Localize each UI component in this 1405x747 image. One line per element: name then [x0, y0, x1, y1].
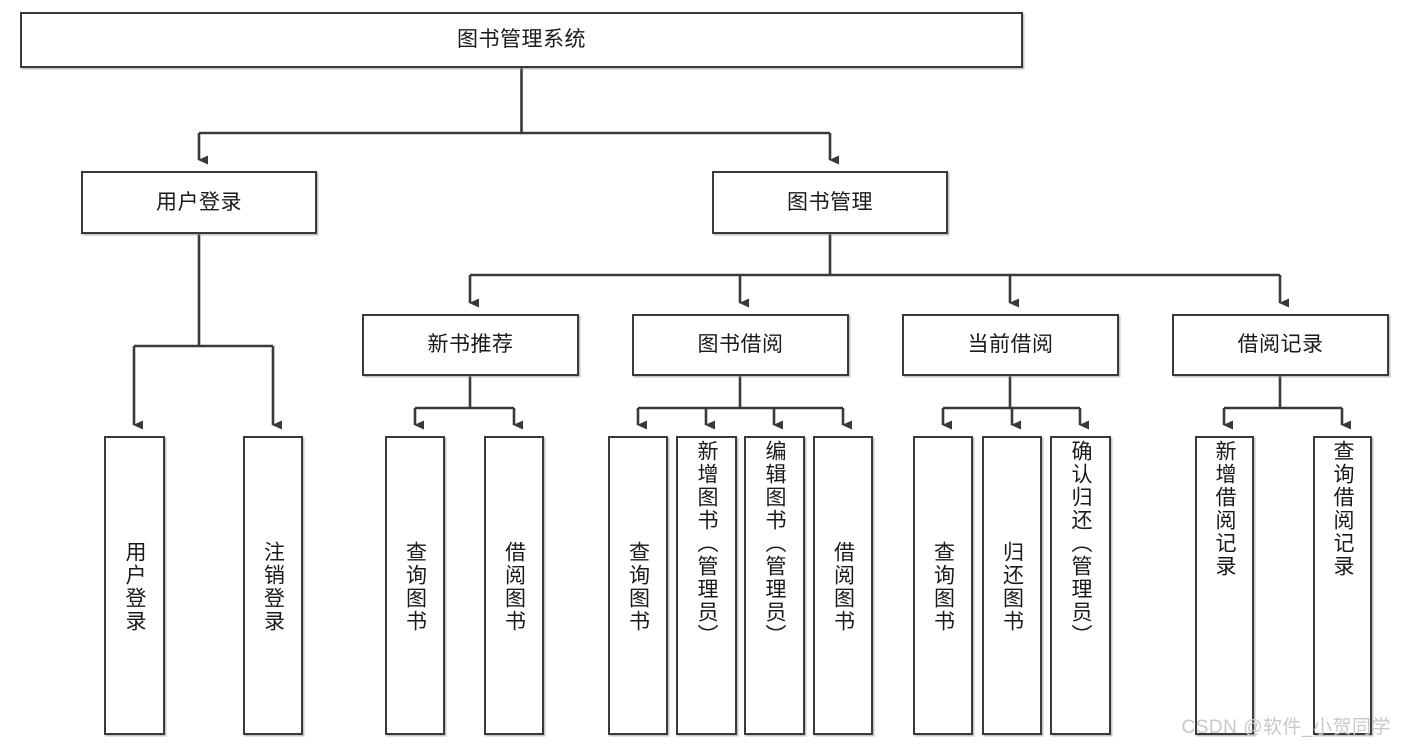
node-leaf-add-book-admin[interactable]: 新增图书（管理员）	[676, 436, 737, 735]
node-leaf-user-logout[interactable]: 注销登录	[243, 436, 303, 735]
node-label-new-book-recommend: 新书推荐	[427, 333, 514, 357]
node-leaf-borrow-book[interactable]: 借阅图书	[813, 436, 873, 735]
node-current-borrow[interactable]: 当前借阅	[902, 314, 1119, 376]
node-label-leaf-add-borrow-record: 新增借阅记录	[1213, 440, 1236, 578]
node-label-leaf-query-borrow-record: 查询借阅记录	[1331, 440, 1354, 578]
node-leaf-query-book-recommend[interactable]: 查询图书	[385, 436, 445, 735]
node-new-book-recommend[interactable]: 新书推荐	[362, 314, 579, 376]
node-label-book-borrow: 图书借阅	[697, 333, 784, 357]
node-leaf-edit-book-admin[interactable]: 编辑图书（管理员）	[744, 436, 805, 735]
node-borrow-record[interactable]: 借阅记录	[1172, 314, 1389, 376]
node-label-leaf-confirm-return-admin: 确认归还（管理员）	[1069, 440, 1092, 647]
watermark-text: CSDN @软件_小贺同学	[1181, 717, 1391, 738]
node-label-root: 图书管理系统	[457, 28, 586, 52]
node-label-leaf-borrow-book: 借阅图书	[831, 540, 855, 633]
node-leaf-query-borrow-record[interactable]: 查询借阅记录	[1313, 436, 1372, 735]
node-label-borrow-record: 借阅记录	[1237, 333, 1324, 357]
node-user-login[interactable]: 用户登录	[81, 171, 317, 234]
node-label-book-manage: 图书管理	[787, 190, 873, 214]
node-leaf-return-book[interactable]: 归还图书	[982, 436, 1042, 735]
node-label-leaf-user-logout: 注销登录	[261, 540, 285, 633]
node-label-leaf-borrow-book-recommend: 借阅图书	[502, 540, 526, 633]
node-leaf-query-book-borrow[interactable]: 查询图书	[608, 436, 668, 735]
node-label-leaf-query-book-current: 查询图书	[931, 540, 955, 633]
node-label-leaf-query-book-borrow: 查询图书	[626, 540, 650, 633]
node-leaf-borrow-book-recommend[interactable]: 借阅图书	[484, 436, 544, 735]
node-label-user-login: 用户登录	[156, 190, 242, 214]
node-leaf-add-borrow-record[interactable]: 新增借阅记录	[1195, 436, 1254, 735]
node-book-manage[interactable]: 图书管理	[712, 171, 948, 234]
node-leaf-user-login[interactable]: 用户登录	[104, 436, 165, 735]
node-label-leaf-user-login: 用户登录	[123, 540, 146, 633]
node-leaf-query-book-current[interactable]: 查询图书	[913, 436, 973, 735]
node-label-leaf-query-book-recommend: 查询图书	[403, 540, 427, 633]
node-label-leaf-edit-book-admin: 编辑图书（管理员）	[763, 440, 786, 647]
node-label-leaf-add-book-admin: 新增图书（管理员）	[695, 440, 718, 647]
node-leaf-confirm-return-admin[interactable]: 确认归还（管理员）	[1050, 436, 1111, 735]
node-book-borrow[interactable]: 图书借阅	[632, 314, 849, 376]
node-root-system[interactable]: 图书管理系统	[20, 12, 1023, 68]
node-label-leaf-return-book: 归还图书	[1000, 540, 1024, 633]
node-label-current-borrow: 当前借阅	[967, 333, 1054, 357]
